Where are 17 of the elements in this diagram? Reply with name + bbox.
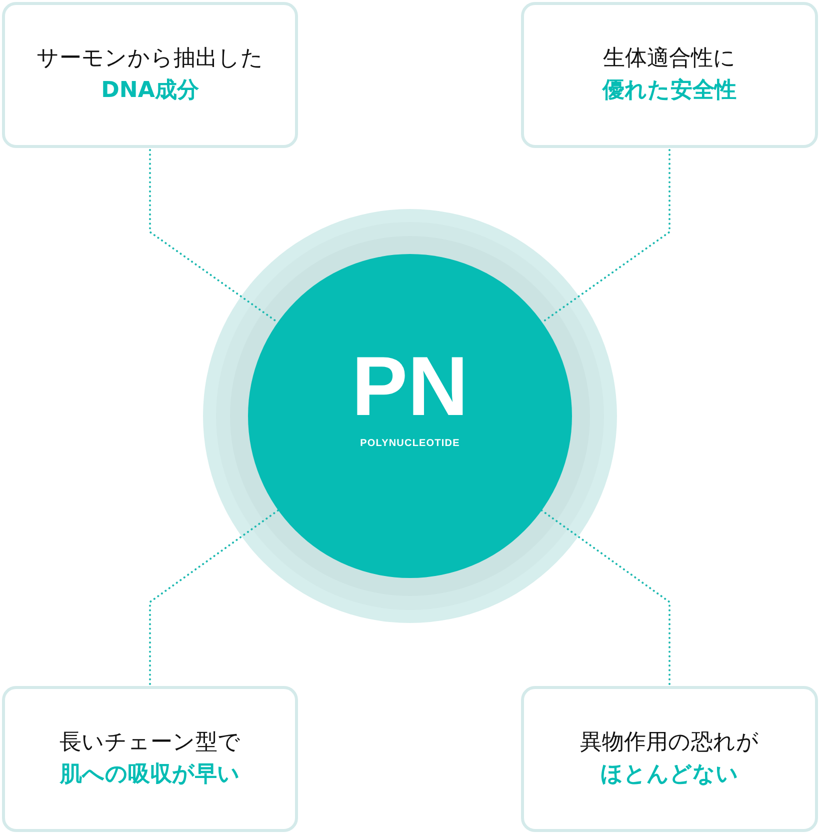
feature-card — [521, 686, 818, 832]
main-title: PN — [352, 344, 468, 428]
dotted-connector — [541, 149, 670, 324]
feature-highlight: 優れた安全性 — [602, 76, 736, 105]
feature-card — [2, 2, 298, 148]
dotted-connector — [540, 509, 670, 685]
feature-card — [2, 686, 298, 832]
feature-highlight: DNA成分 — [101, 77, 199, 105]
feature-highlight: ほとんどない — [600, 761, 738, 789]
subtitle: POLYNUCLEOTIDE — [360, 438, 460, 448]
feature-card — [521, 2, 818, 148]
feature-text: サーモンから抽出した — [36, 45, 264, 73]
dotted-connector — [149, 509, 280, 685]
feature-text: 長いチェーン型で — [60, 729, 240, 757]
feature-text: 生体適合性に — [603, 45, 736, 73]
feature-text: 異物作用の恐れが — [580, 729, 759, 757]
feature-highlight: 肌への吸収が早い — [60, 761, 240, 789]
